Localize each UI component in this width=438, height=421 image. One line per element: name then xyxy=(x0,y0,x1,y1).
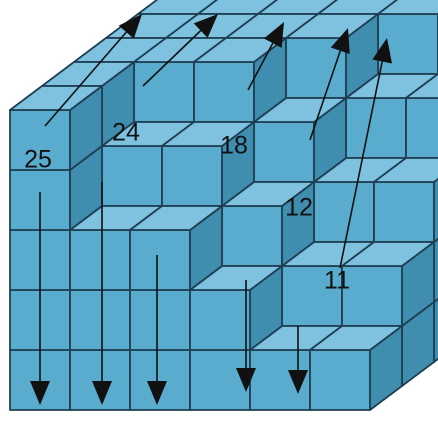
cube-front-face xyxy=(254,122,314,182)
label-12: 12 xyxy=(285,194,313,222)
cube xyxy=(130,350,190,410)
cube xyxy=(342,242,434,326)
label-25: 25 xyxy=(24,146,52,174)
cube-front-face xyxy=(134,62,194,122)
cube-front-face xyxy=(310,350,370,410)
cube xyxy=(194,38,286,122)
cube-front-face xyxy=(346,98,406,158)
cube-front-face xyxy=(70,350,130,410)
cube xyxy=(130,290,190,350)
cube-front-face xyxy=(70,230,130,290)
label-11: 11 xyxy=(324,267,350,295)
cube-front-face xyxy=(102,146,162,206)
cube-front-face xyxy=(222,206,282,266)
cube-front-face xyxy=(342,266,402,326)
cube-front-face xyxy=(130,230,190,290)
cube-front-face xyxy=(190,290,250,350)
cube-front-face xyxy=(70,290,130,350)
cube xyxy=(378,0,438,74)
cube-front-face xyxy=(130,350,190,410)
cube xyxy=(70,350,130,410)
cube xyxy=(130,206,222,290)
cube xyxy=(70,290,130,350)
cube-front-face xyxy=(194,62,254,122)
label-18: 18 xyxy=(220,132,248,160)
cube xyxy=(310,326,402,410)
cube-structure xyxy=(10,0,438,410)
cube-front-face xyxy=(406,98,438,158)
label-24: 24 xyxy=(112,119,140,147)
cube xyxy=(286,14,378,98)
cube-front-face xyxy=(162,146,222,206)
cube-front-face xyxy=(130,290,190,350)
cube-front-face xyxy=(314,182,374,242)
cube-front-face xyxy=(374,182,434,242)
